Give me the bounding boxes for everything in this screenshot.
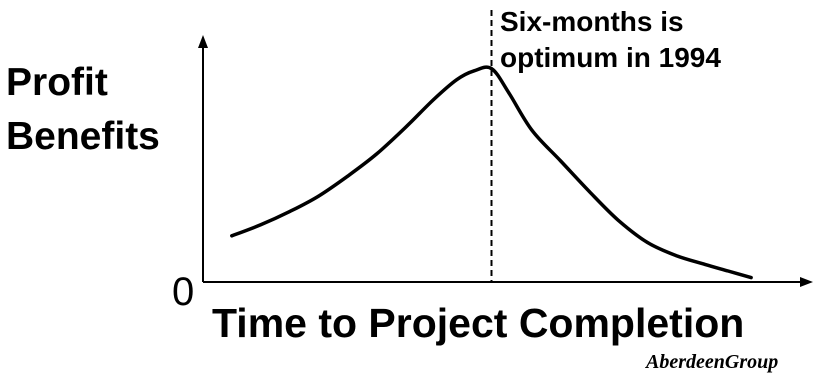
data-point-9 (472, 69, 476, 73)
y-axis-label: Profit Benefits (6, 56, 160, 164)
y-axis-arrow (198, 35, 208, 48)
data-point-18 (703, 262, 707, 266)
data-point-1 (259, 223, 263, 227)
data-point-3 (316, 194, 320, 198)
data-point-15 (616, 218, 620, 222)
x-axis-label: Time to Project Completion (212, 300, 745, 346)
data-point-10 (490, 67, 493, 71)
data-point-2 (288, 210, 292, 214)
source-credit: AberdeenGroup (646, 351, 779, 373)
y-tick-label-zero: 0 (172, 270, 195, 314)
y-axis-label-line-1: Profit (6, 61, 108, 104)
data-point-5 (374, 152, 378, 156)
data-point-13 (559, 159, 563, 163)
data-point-8 (455, 78, 459, 82)
annotation-line-2: optimum in 1994 (500, 42, 721, 73)
optimum-annotation: Six-months is optimum in 1994 (500, 4, 721, 76)
data-point-12 (530, 128, 534, 132)
annotation-line-1: Six-months is (500, 6, 684, 37)
x-axis-arrow (800, 277, 813, 287)
data-point-14 (588, 190, 592, 194)
data-point-20 (749, 276, 753, 280)
series-points (230, 67, 753, 280)
data-point-7 (432, 97, 436, 101)
y-axis-label-line-2: Benefits (6, 115, 160, 158)
data-point-16 (645, 240, 649, 244)
data-point-11 (507, 91, 511, 95)
data-point-17 (674, 254, 678, 258)
data-point-19 (726, 269, 730, 273)
data-point-4 (345, 174, 349, 178)
data-point-6 (403, 126, 407, 130)
data-point-0 (230, 234, 234, 238)
